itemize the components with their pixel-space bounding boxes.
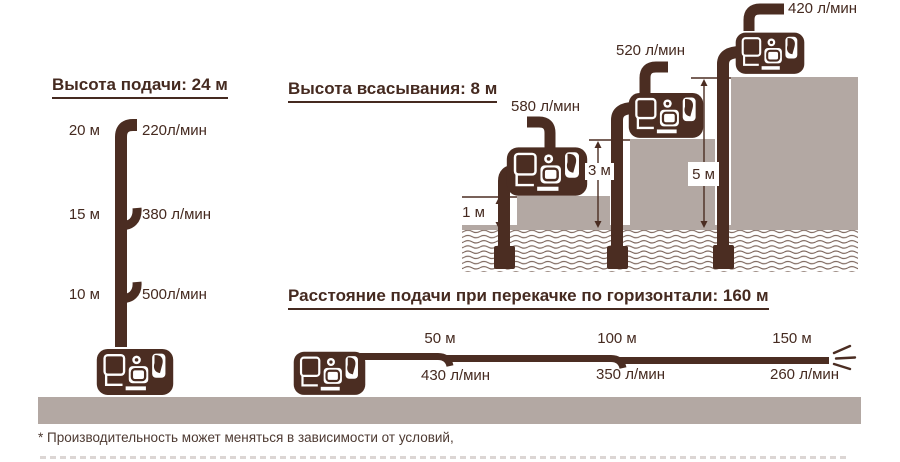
distance-label-100m: 100 м [597,330,637,347]
measure-3m [589,139,630,228]
pump-icon-suction-2 [628,91,704,140]
discharge-spout-3 [743,3,784,31]
suction-depth-label-1m: 1 м [462,204,485,221]
delivery-height-label-10m: 10 м [68,286,100,303]
step-1-block [517,196,610,230]
delivery-flow-label-220: 220л/мин [142,122,207,139]
outlet-15m-spout [119,207,142,230]
spray-icon [832,344,857,371]
water-surface [462,230,858,272]
suction-flow-label-520: 520 л/мин [616,42,686,59]
suction-depth-label-5m: 5 м [688,162,719,186]
delivery-heading: Высота подачи: 24 м [52,75,228,99]
horizontal-pipe-segment-1 [360,353,454,367]
horizontal-flow-label-350: 350 л/мин [596,366,666,383]
distance-label-50m: 50 м [424,330,456,347]
pump-icon-horizontal [293,350,366,397]
pump-icon-delivery [96,347,174,397]
delivery-height-label-20m: 20 м [68,122,100,139]
suction-depth-label-3m: 3 м [585,162,614,180]
suction-heading: Высота всасывания: 8 м [288,79,498,103]
discharge-spout-1 [527,116,556,152]
delivery-flow-label-380: 380 л/мин [142,206,212,223]
strainer-1 [494,246,515,269]
footnote: * Производительность может меняться в за… [38,430,454,445]
horizontal-flow-label-430: 430 л/мин [421,367,491,384]
ground-strip [38,397,861,424]
step-3-block [731,77,858,230]
strainer-2 [607,246,628,269]
horizontal-heading: Расстояние подачи при перекачке по гориз… [288,286,769,310]
suction-flow-label-580: 580 л/мин [511,98,581,115]
delivery-flow-label-500: 500л/мин [142,286,207,303]
pump-icon-suction-1 [506,146,588,197]
outlet-10m-spout [119,281,142,303]
horizontal-pipe-segment-2 [446,355,627,369]
pump-icon-suction-3 [735,31,805,76]
horizontal-flow-label-260: 260 л/мин [770,366,840,383]
waterline [462,225,858,230]
strainer-3 [713,245,734,269]
distance-label-150m: 150 м [772,330,812,347]
delivery-pipe [115,119,137,347]
cropped-text-line [40,456,848,459]
delivery-height-label-15m: 15 м [68,206,100,223]
discharge-spout-2 [639,61,668,95]
suction-flow-label-420: 420 л/мин [788,0,858,17]
